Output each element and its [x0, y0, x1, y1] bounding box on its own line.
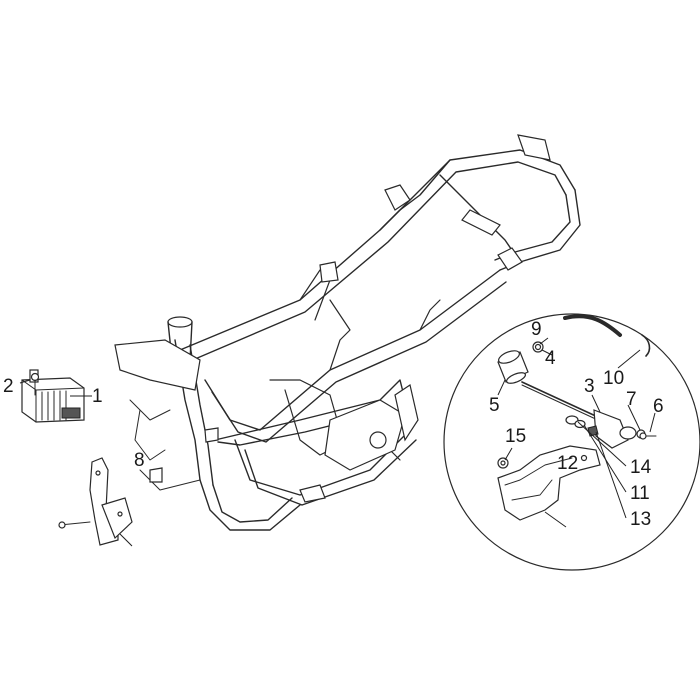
plate-nut — [497, 457, 509, 469]
callout-6: 6 — [653, 396, 664, 417]
callout-11: 11 — [630, 483, 650, 504]
callout-8: 8 — [134, 450, 145, 471]
switch-screw — [639, 432, 657, 440]
callout-14: 14 — [630, 457, 652, 478]
callouts: 1 2 3 4 5 6 7 8 9 10 11 12 13 14 15 — [3, 319, 664, 530]
detail-circle — [443, 313, 700, 571]
mounting-plate — [497, 445, 601, 521]
hose — [563, 314, 622, 337]
mounting-bracket — [58, 457, 133, 546]
callout-12: 12 — [557, 453, 578, 474]
callout-5: 5 — [489, 395, 500, 416]
regulator-screw — [30, 372, 40, 396]
leader-lines — [19, 337, 656, 547]
callout-4: 4 — [545, 348, 556, 369]
spacer — [565, 415, 579, 425]
callout-9: 9 — [531, 319, 542, 340]
sensor-cylinder — [497, 350, 529, 384]
callout-15: 15 — [505, 426, 526, 447]
scooter-frame — [114, 134, 581, 531]
nut — [532, 341, 544, 353]
hose-clip — [641, 334, 651, 357]
voltage-regulator — [21, 369, 85, 423]
callout-10: 10 — [603, 368, 624, 389]
stand-switch — [521, 381, 637, 449]
callout-7: 7 — [626, 389, 637, 410]
callout-1: 1 — [92, 386, 103, 407]
callout-13: 13 — [630, 509, 651, 530]
callout-3: 3 — [584, 376, 595, 397]
callout-2: 2 — [3, 376, 14, 397]
